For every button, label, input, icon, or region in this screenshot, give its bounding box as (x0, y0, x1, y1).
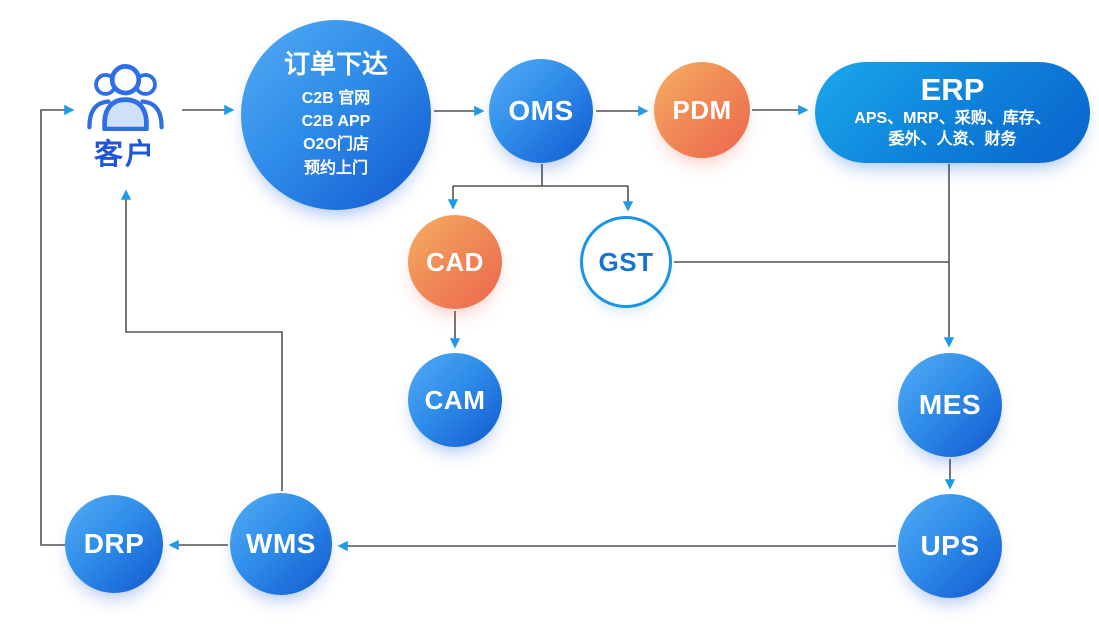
order-channel-c2b-web: C2B 官网 (301, 90, 371, 108)
pdm-label: PDM (672, 95, 732, 125)
node-mes: MES (898, 353, 1002, 457)
customer-label: 客户 (93, 139, 156, 171)
node-cam: CAM (408, 353, 502, 447)
erp-subtitle-line2: 委外、人资、财务 (888, 131, 1017, 149)
erp-title: ERP (920, 71, 985, 107)
wms-label: WMS (246, 528, 316, 559)
customer-group-icon (87, 64, 164, 131)
connector-wms-to-customer (120, 189, 283, 491)
oms-label: OMS (508, 95, 574, 126)
order-channel-o2o-store: O2O门店 (303, 136, 369, 154)
node-wms: WMS (230, 493, 332, 595)
node-drp: DRP (65, 495, 163, 593)
mes-label: MES (918, 389, 982, 420)
node-erp: ERP APS、MRP、采购、库存、 委外、人资、财务 (815, 62, 1090, 163)
erp-subtitle-line1: APS、MRP、采购、库存、 (854, 110, 1051, 128)
gst-label: GST (598, 247, 654, 277)
connector-drp-to-customer (40, 104, 75, 546)
order-channel-appointment: 预约上门 (303, 159, 368, 177)
cam-label: CAM (424, 385, 486, 415)
drp-label: DRP (83, 528, 145, 559)
order-title: 订单下达 (283, 49, 388, 80)
node-customer: 客户 (60, 55, 190, 171)
node-order-placement: 订单下达 C2B 官网 C2B APP O2O门店 预约上门 (241, 20, 431, 210)
node-ups: UPS (898, 494, 1002, 598)
node-pdm: PDM (654, 62, 750, 158)
order-channel-c2b-app: C2B APP (301, 113, 371, 131)
cad-label: CAD (426, 247, 484, 277)
node-oms: OMS (489, 59, 593, 163)
ups-label: UPS (920, 530, 980, 561)
node-gst: GST (580, 216, 672, 308)
node-cad: CAD (408, 215, 502, 309)
